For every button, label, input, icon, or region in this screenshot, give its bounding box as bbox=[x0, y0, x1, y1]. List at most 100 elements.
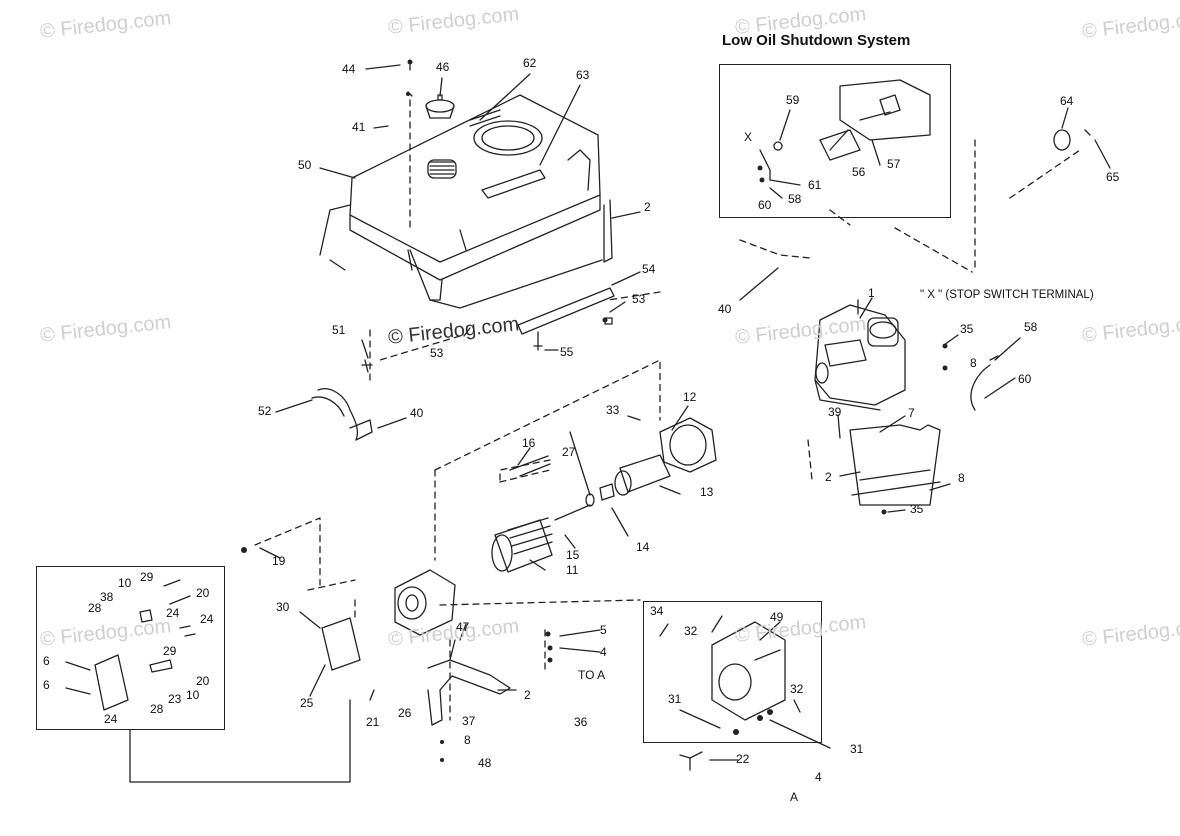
bracket-54 bbox=[517, 287, 615, 335]
part-label: 5 bbox=[600, 623, 607, 637]
part-label: 4 bbox=[600, 645, 607, 659]
fuel-tank-drawing bbox=[349, 94, 601, 281]
part-22 bbox=[679, 751, 703, 771]
control-panel-inset bbox=[36, 566, 225, 730]
part-label: 47 bbox=[456, 620, 470, 634]
part-label: 60 bbox=[1018, 372, 1032, 386]
part-label: 24 bbox=[104, 712, 118, 726]
part-label: 64 bbox=[1060, 94, 1074, 108]
part-label: 56 bbox=[852, 165, 866, 179]
part-label: 24 bbox=[166, 606, 180, 620]
part-label: 53 bbox=[430, 346, 444, 360]
part-label: 28 bbox=[88, 601, 102, 615]
right-frame-drawing bbox=[849, 424, 941, 506]
part-65 bbox=[1084, 129, 1091, 136]
part-label: 40 bbox=[410, 406, 424, 420]
part-label: 31 bbox=[850, 742, 864, 756]
part-label: 16 bbox=[522, 436, 536, 450]
stop-switch-terminal-note: " X " (STOP SWITCH TERMINAL) bbox=[920, 289, 1094, 301]
part-64 bbox=[1053, 129, 1071, 151]
part-label: 23 bbox=[168, 692, 182, 706]
part-label: 39 bbox=[828, 405, 842, 419]
part-label: 2 bbox=[524, 688, 531, 702]
part-label: 4 bbox=[815, 770, 822, 784]
part-label: 6 bbox=[43, 678, 50, 692]
part-label: 24 bbox=[200, 612, 214, 626]
part-label: 37 bbox=[462, 714, 476, 728]
part-label: 46 bbox=[436, 60, 450, 74]
bolt-55 bbox=[533, 331, 543, 351]
part-label: 62 bbox=[523, 56, 537, 70]
rear-housing-drawing bbox=[394, 569, 456, 636]
engine-drawing bbox=[814, 299, 906, 411]
part-label: 60 bbox=[758, 198, 772, 212]
part-label: 21 bbox=[366, 715, 380, 729]
end-bell-inset bbox=[643, 601, 822, 743]
part-label: 10 bbox=[118, 576, 132, 590]
part-label: 55 bbox=[560, 345, 574, 359]
part-label: 2 bbox=[644, 200, 651, 214]
part-label: 11 bbox=[566, 563, 579, 577]
part-label: 44 bbox=[342, 62, 356, 76]
frame-drawing bbox=[319, 199, 613, 309]
part-label: 12 bbox=[683, 390, 697, 404]
part-label: 15 bbox=[566, 548, 580, 562]
part-label: 8 bbox=[464, 733, 471, 747]
part-label: 35 bbox=[960, 322, 974, 336]
fuel-cap-drawing bbox=[407, 63, 455, 119]
part-label: 14 bbox=[636, 540, 650, 554]
part-label: 61 bbox=[808, 178, 822, 192]
control-panel-parts-drawing bbox=[65, 579, 196, 711]
leader-arrows bbox=[259, 64, 1111, 761]
handle-bracket-drawing bbox=[427, 639, 511, 726]
part-label: 48 bbox=[478, 756, 492, 770]
part-label: 29 bbox=[140, 570, 154, 584]
part-label: 7 bbox=[908, 406, 915, 420]
low-oil-parts-drawing bbox=[759, 79, 931, 181]
low-oil-shutdown-inset bbox=[719, 64, 951, 218]
part-label: 32 bbox=[684, 624, 698, 638]
part-label: 8 bbox=[958, 471, 965, 485]
part-label: 27 bbox=[562, 445, 576, 459]
part-label: 52 bbox=[258, 404, 272, 418]
part-label: 38 bbox=[100, 590, 114, 604]
part-label: 20 bbox=[196, 674, 210, 688]
part-label: 28 bbox=[150, 702, 164, 716]
part-label: 41 bbox=[352, 120, 366, 134]
part-label: 2 bbox=[825, 470, 832, 484]
part-label: 63 bbox=[576, 68, 590, 82]
part-label: 30 bbox=[276, 600, 290, 614]
part-label: 26 bbox=[398, 706, 412, 720]
part-label: 13 bbox=[700, 485, 714, 499]
part-label: 58 bbox=[788, 192, 802, 206]
part-label: 57 bbox=[887, 157, 901, 171]
part-label: 32 bbox=[790, 682, 804, 696]
part-label: 50 bbox=[298, 158, 312, 172]
control-cover-25 bbox=[321, 617, 361, 671]
part-label: 31 bbox=[668, 692, 682, 706]
part-label: 29 bbox=[163, 644, 177, 658]
part-label: 34 bbox=[650, 604, 664, 618]
assembly-leader-lines bbox=[254, 99, 1081, 721]
part-label: 35 bbox=[910, 502, 924, 516]
part-label: 59 bbox=[786, 93, 800, 107]
part-label: 51 bbox=[332, 323, 346, 337]
panel-connection-line bbox=[129, 699, 351, 783]
part-label: X bbox=[744, 130, 753, 144]
hardware-dots bbox=[241, 59, 948, 762]
part-label: 19 bbox=[272, 554, 286, 568]
low-oil-shutdown-title: Low Oil Shutdown System bbox=[722, 32, 911, 49]
end-bell-49-drawing bbox=[711, 621, 786, 721]
part-label: 25 bbox=[300, 696, 314, 710]
part-label: 54 bbox=[642, 262, 656, 276]
part-label: 65 bbox=[1106, 170, 1120, 184]
part-label: A bbox=[790, 790, 799, 804]
part-label: 58 bbox=[1024, 320, 1038, 334]
part-label: 20 bbox=[196, 586, 210, 600]
part-label: 33 bbox=[606, 403, 620, 417]
generator-parts-drawing bbox=[491, 417, 717, 573]
part-label: 49 bbox=[770, 610, 784, 624]
part-label: 53 bbox=[632, 292, 646, 306]
wire-58-60 bbox=[970, 364, 991, 411]
